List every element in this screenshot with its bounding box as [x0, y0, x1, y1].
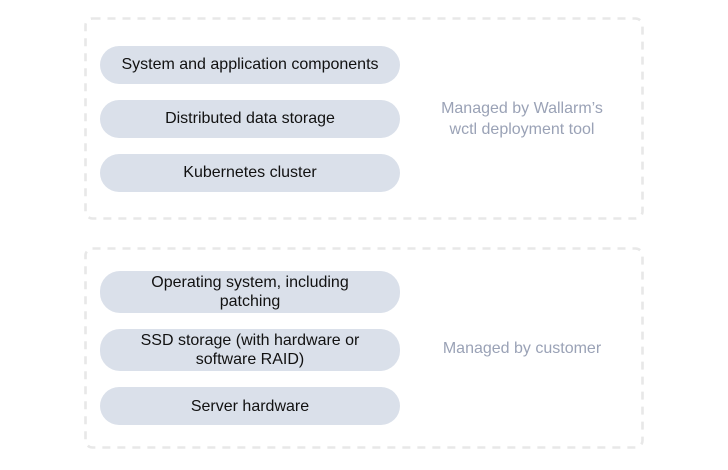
- section-managed-by-customer: Operating system, including patching SSD…: [84, 247, 644, 449]
- pill-column-wallarm: System and application components Distri…: [100, 45, 400, 192]
- section-label-customer: Managed by customer: [442, 339, 602, 357]
- section-managed-by-wallarm: System and application components Distri…: [84, 17, 644, 220]
- pill-column-customer: Operating system, including patching SSD…: [100, 271, 400, 425]
- pill-kubernetes-cluster: Kubernetes cluster: [100, 153, 400, 192]
- pill-system-application-components: System and application components: [100, 45, 400, 84]
- pill-operating-system-patching: Operating system, including patching: [100, 271, 400, 313]
- pill-server-hardware: Server hardware: [100, 387, 400, 425]
- section-label-wallarm: Managed by Wallarm’s wctl deployment too…: [441, 99, 603, 138]
- pill-ssd-storage-raid: SSD storage (with hardware or software R…: [100, 329, 400, 371]
- pill-distributed-data-storage: Distributed data storage: [100, 99, 400, 138]
